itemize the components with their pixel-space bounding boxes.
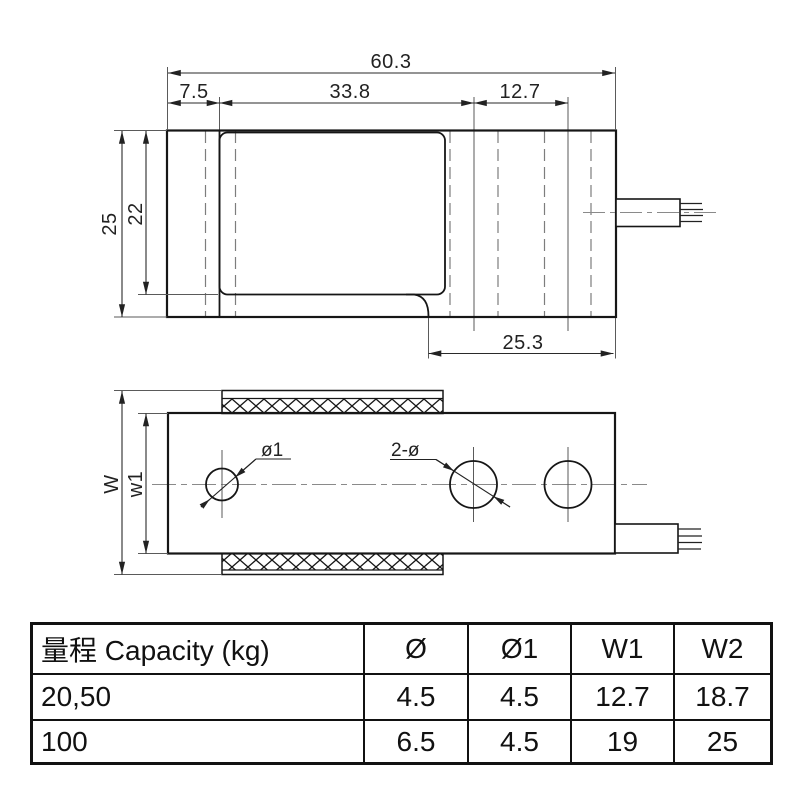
dim-text-left-offset: 7.5 xyxy=(179,81,208,103)
large-holes-callout xyxy=(390,458,511,508)
table-header-row: 量程 Capacity (kg) Ø Ø1 W1 W2 xyxy=(33,625,770,673)
hole-crosshairs xyxy=(221,447,569,522)
cell-capacity: 100 xyxy=(33,719,363,762)
drawing-views: 60.3 7.5 33.8 12.7 25 22 25.3 xyxy=(99,51,716,576)
table-row: 100 6.5 4.5 19 25 xyxy=(33,719,770,762)
header-w1: W1 xyxy=(570,625,673,673)
cell-diameter: 4.5 xyxy=(363,673,467,719)
cable-plan xyxy=(614,523,702,554)
plan-view-body-outline xyxy=(166,411,617,555)
dim-text-body-width: w1 xyxy=(125,471,147,499)
table-row: 20,50 4.5 4.5 12.7 18.7 xyxy=(33,673,770,719)
cell-diameter1: 4.5 xyxy=(467,719,570,762)
large-hole-1 xyxy=(449,460,498,509)
spec-table: 量程 Capacity (kg) Ø Ø1 W1 W2 20,50 4.5 4.… xyxy=(30,622,773,765)
cell-diameter1: 4.5 xyxy=(467,673,570,719)
dim-text-overall-width: W xyxy=(101,474,123,493)
rubber-pad-bottom xyxy=(221,552,444,576)
plan-view: ø1 2-ø xyxy=(101,389,702,576)
large-holes-label: 2-ø xyxy=(391,440,420,461)
cell-w1: 19 xyxy=(570,719,673,762)
dimension-lines xyxy=(118,69,615,357)
side-view-body-outline xyxy=(165,129,618,319)
plan-extension-lines xyxy=(114,390,221,575)
dim-text-pocket-height: 22 xyxy=(125,202,147,225)
header-diameter1: Ø1 xyxy=(467,625,570,673)
cell-w2: 18.7 xyxy=(673,673,770,719)
header-w2: W2 xyxy=(673,625,770,673)
dim-text-total-length: 60.3 xyxy=(371,51,412,73)
hidden-hole-lines xyxy=(204,131,592,317)
dim-text-pocket-length: 33.8 xyxy=(330,81,371,103)
header-capacity: 量程 Capacity (kg) xyxy=(41,635,270,666)
small-hole-label: ø1 xyxy=(261,440,283,461)
small-hole xyxy=(205,467,239,502)
large-hole-2 xyxy=(543,460,593,509)
cell-w2: 25 xyxy=(673,719,770,762)
cell-w1: 12.7 xyxy=(570,673,673,719)
cell-capacity: 20,50 xyxy=(33,673,363,719)
plan-dimension-lines xyxy=(118,391,150,575)
cable-boot-plan xyxy=(614,523,679,554)
pocket-outline xyxy=(218,131,446,296)
cable-side xyxy=(583,198,716,228)
rubber-pad-top xyxy=(221,389,444,415)
dim-text-height: 25 xyxy=(99,212,121,235)
cable-wires-plan xyxy=(678,528,702,550)
cell-diameter: 6.5 xyxy=(363,719,467,762)
extension-lines xyxy=(114,67,616,359)
cable-wires xyxy=(680,202,703,223)
side-view: 60.3 7.5 33.8 12.7 25 22 25.3 xyxy=(99,51,716,359)
step-fillet xyxy=(406,293,430,317)
header-diameter: Ø xyxy=(363,625,467,673)
dim-text-right-length: 25.3 xyxy=(503,332,544,354)
small-hole-callout xyxy=(199,458,291,509)
dim-text-hole-spacing: 12.7 xyxy=(500,81,541,103)
